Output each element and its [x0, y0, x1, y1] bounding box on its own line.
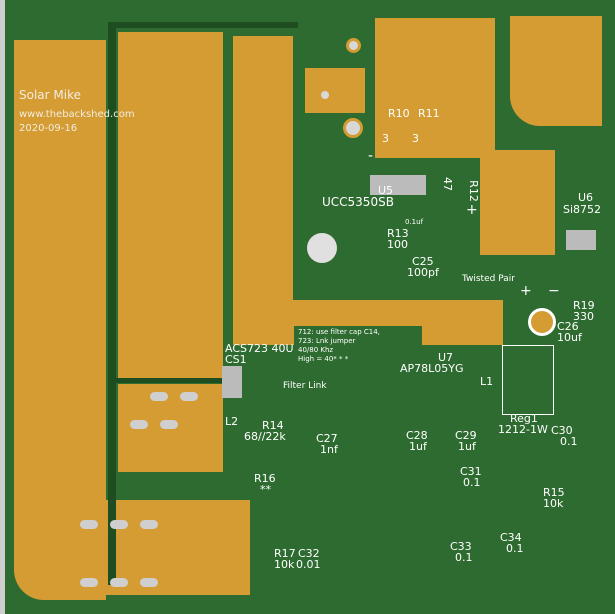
- label-cs1: CS1: [225, 353, 247, 366]
- slot: [130, 420, 148, 429]
- label-cap: 0.1uf: [405, 218, 424, 226]
- label-r11-value: 3: [412, 132, 419, 145]
- label-c30-value: 0.1: [560, 435, 578, 448]
- slot: [80, 578, 98, 587]
- copper-pour-top-mid: [305, 68, 365, 113]
- label-c31-value: 0.1: [463, 476, 481, 489]
- copper-pour-column2: [118, 32, 223, 382]
- copper-pour-corner: [510, 16, 602, 126]
- label-minus: −: [548, 283, 560, 299]
- label-r15-value: 10k: [543, 497, 564, 510]
- label-plus: +: [520, 283, 532, 299]
- label-c28-value: 1uf: [409, 440, 427, 453]
- label-c27: C27: [316, 432, 338, 445]
- mounting-hole: [343, 118, 363, 138]
- slot: [180, 392, 198, 401]
- label-c32: C32: [298, 547, 320, 560]
- label-u6-part: Si8752: [563, 203, 602, 216]
- capacitor-c26-body: [528, 308, 556, 336]
- label-r16-value: **: [260, 483, 271, 496]
- cs1-pads: [222, 366, 242, 398]
- label-c31: C31: [460, 465, 482, 478]
- label-r14-value: 68//22k: [244, 430, 286, 443]
- slot: [140, 520, 158, 529]
- label-c33: C33: [450, 540, 472, 553]
- reg1-outline: [502, 345, 554, 415]
- label-r17: R17: [274, 547, 296, 560]
- label-r15: R15: [543, 486, 565, 499]
- label-r13-value: 100: [387, 238, 408, 251]
- label-reg1: Reg1: [510, 412, 538, 425]
- label-r10: R10: [388, 107, 410, 120]
- label-c34: C34: [500, 531, 522, 544]
- label-r13: R13: [387, 227, 409, 240]
- label-r11: R11: [418, 107, 440, 120]
- label-u5: U5: [378, 184, 394, 197]
- label-c33-value: 0.1: [455, 551, 473, 564]
- label-r12: R12: [466, 180, 480, 202]
- label-twisted-pair: Twisted Pair: [462, 274, 515, 284]
- signature-name: Solar Mike: [19, 88, 81, 102]
- label-l2: L2: [225, 415, 239, 428]
- label-r17-value: 10k: [274, 558, 295, 571]
- label-c26-value: 10uf: [557, 331, 582, 344]
- label-c34-value: 0.1: [506, 542, 524, 555]
- label-u7: U7: [438, 351, 454, 364]
- label-c29-value: 1uf: [458, 440, 476, 453]
- label-c25-value: 100pf: [407, 266, 439, 279]
- trace-frame: [108, 25, 116, 585]
- label-c32-value: 0.01: [296, 558, 321, 571]
- copper-pour-column3: [233, 36, 293, 336]
- label-plus: +: [466, 202, 478, 218]
- label-c28: C28: [406, 429, 428, 442]
- note-line: 723: Lnk jumper: [298, 337, 356, 345]
- slot: [140, 578, 158, 587]
- design-note: 712: use filter cap C14, 723: Lnk jumper…: [294, 326, 422, 372]
- label-c25: C25: [412, 255, 434, 268]
- slot: [110, 578, 128, 587]
- label-r14: R14: [262, 419, 284, 432]
- note-line: 40/80 Khz: [298, 346, 334, 354]
- label-r16: R16: [254, 472, 276, 485]
- u5-pads: [370, 175, 426, 195]
- label-filter-link: Filter Link: [283, 381, 327, 391]
- u6-pads: [566, 230, 596, 250]
- copper-pour-right: [480, 150, 555, 255]
- label-r19-value: 330: [573, 310, 594, 323]
- note-line: 712: use filter cap C14,: [298, 328, 380, 336]
- slot: [150, 392, 168, 401]
- label-c27-value: 1nf: [320, 443, 338, 456]
- copper-pour-top-right: [375, 18, 495, 158]
- label-u6: U6: [578, 191, 594, 204]
- label-u7-part: AP78L05YG: [400, 362, 464, 375]
- label-r19: R19: [573, 299, 595, 312]
- label-r12-value: 47: [441, 177, 454, 191]
- label-c26: C26: [557, 320, 579, 333]
- slot: [110, 520, 128, 529]
- label-minus: -: [368, 148, 374, 164]
- note-line: High = 40* * *: [298, 355, 349, 363]
- label-l1: L1: [480, 375, 494, 388]
- slot: [80, 520, 98, 529]
- mounting-hole: [307, 233, 337, 263]
- label-c30: C30: [551, 424, 573, 437]
- trace-top: [108, 22, 298, 28]
- via: [318, 88, 332, 102]
- trace-horizontal: [108, 378, 228, 383]
- label-c29: C29: [455, 429, 477, 442]
- signature-site: www.thebackshed.com: [19, 109, 135, 120]
- signature-date: 2020-09-16: [19, 123, 78, 134]
- label-u5-part: UCC5350SB: [322, 195, 394, 209]
- label-acs723: ACS723 40U: [225, 342, 294, 355]
- label-r10-value: 3: [382, 132, 389, 145]
- label-reg1-part: 1212-1W: [498, 423, 548, 436]
- slot: [160, 420, 178, 429]
- via: [346, 38, 361, 53]
